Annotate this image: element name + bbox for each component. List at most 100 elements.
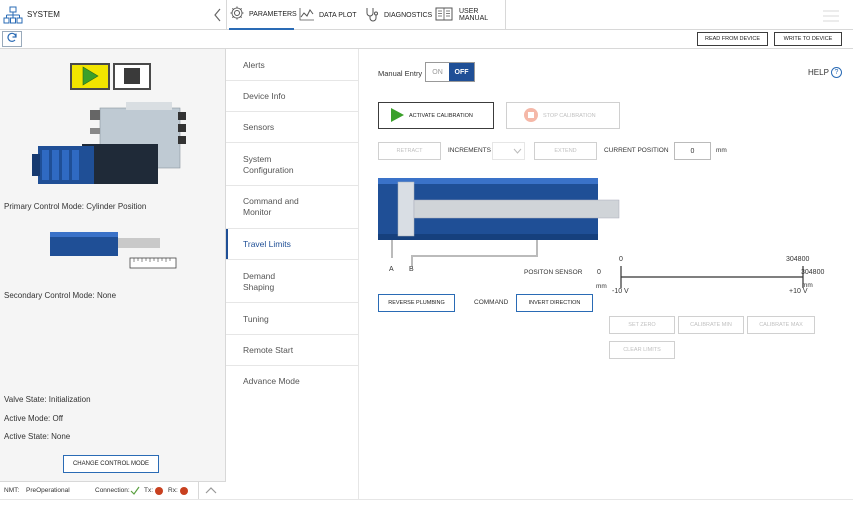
current-position-label: CURRENT POSITION [604,147,669,154]
connection-label: Connection: [95,487,130,494]
primary-control-mode: Primary Control Mode: Cylinder Position [4,202,147,211]
read-from-device-button[interactable]: READ FROM DEVICE [697,32,768,46]
refresh-button[interactable] [2,31,22,47]
activate-calibration-label: ACTIVATE CALIBRATION [409,112,473,119]
port-b-label: B [409,266,414,273]
book-icon [435,7,453,23]
calibrate-min-button[interactable]: CALIBRATE MIN [678,316,744,334]
tab-data-plot[interactable]: DATA PLOT [299,0,359,30]
divider [226,228,359,229]
nav-item-advance-mode[interactable]: Advance Mode [243,376,300,386]
current-position-input[interactable]: 0 [674,142,711,160]
nav-item-alerts[interactable]: Alerts [243,60,265,70]
divider [226,259,359,260]
gear-icon [229,5,245,23]
stethoscope-icon [364,6,380,24]
status-bar [0,481,226,499]
invert-direction-button[interactable]: INVERT DIRECTION [516,294,593,312]
nmt-value: PreOperational [26,487,70,494]
reverse-plumbing-button[interactable]: REVERSE PLUMBING [378,294,455,312]
nav-item-remote-start[interactable]: Remote Start [243,345,294,355]
rx-label: Rx: [168,487,178,494]
position-sensor-label: POSITON SENSOR [524,269,583,276]
tab-parameters[interactable]: PARAMETERS [229,0,297,30]
scale-max-label: 304800 [786,256,810,263]
nmt-label: NMT: [4,487,20,494]
set-zero-button[interactable]: SET ZERO [609,316,675,334]
manual-entry-label: Manual Entry [378,69,423,78]
scale-max-right-label: 304800 [801,269,825,276]
nav-item-sensors[interactable]: Sensors [243,122,275,132]
retract-button[interactable]: RETRACT [378,142,441,160]
stop-button[interactable] [113,63,151,90]
clear-limits-button[interactable]: CLEAR LIMITS [609,341,675,359]
divider [226,0,227,30]
tab-diagnostics[interactable]: DIAGNOSTICS [364,0,433,30]
nav-item-demand-shaping[interactable]: Demand Shaping [243,271,276,292]
scale-max-unit: mm [802,282,813,289]
collapse-chevron-icon[interactable] [213,7,223,23]
stop-icon [123,67,141,87]
write-to-device-button[interactable]: WRITE TO DEVICE [774,32,842,46]
nav-item-device-info[interactable]: Device Info [243,91,286,101]
divider [505,0,506,30]
top-bar [0,0,853,30]
tab-user-manual[interactable]: USER MANUAL [435,0,505,30]
active-mode: Active Mode: Off [4,414,63,423]
calibrate-max-button[interactable]: CALIBRATE MAX [747,316,815,334]
port-a-label: A [389,266,394,273]
scale-min-label: 0 [619,256,623,263]
divider [226,185,359,186]
nav-column [226,49,359,499]
voltage-max-label: +10 V [789,288,808,295]
stop-calibration-label: STOP CALIBRATION [543,112,596,119]
help-link[interactable]: HELP [808,68,829,77]
tx-label: Tx: [144,487,154,494]
valve-state: Valve State: Initialization [4,395,91,404]
network-icon[interactable] [3,6,23,24]
app-title: SYSTEM [27,10,60,19]
chevron-down-icon [513,147,522,157]
toggle-on-option[interactable]: ON [432,68,443,76]
divider [226,80,359,81]
nav-item-system-configuration[interactable]: System Configuration [243,154,294,175]
command-label: COMMAND [474,299,509,306]
rx-led-icon [180,487,188,495]
position-scale [618,264,806,292]
tab-label: DIAGNOSTICS [384,11,433,19]
nav-item-travel-limits[interactable]: Travel Limits [243,239,291,249]
active-state: Active State: None [4,432,71,441]
divider [198,482,199,499]
nav-item-command-and-monitor[interactable]: Command and Monitor [243,196,299,217]
extend-button[interactable]: EXTEND [534,142,597,160]
increments-label: INCREMENTS [448,147,491,154]
check-icon [130,486,140,496]
current-position-unit: mm [716,147,727,154]
divider [226,111,359,112]
activate-calibration-button[interactable]: ACTIVATE CALIBRATION [378,102,494,129]
valve-cylinder-image [30,100,190,192]
play-button[interactable] [70,63,110,90]
increments-select[interactable] [492,142,525,160]
chevron-up-icon[interactable] [204,485,218,495]
play-icon [389,107,405,125]
toggle-off-option[interactable]: OFF [449,63,474,81]
secondary-control-mode: Secondary Control Mode: None [4,291,117,300]
chart-icon [299,7,315,23]
divider [226,142,359,143]
stop-icon [523,107,539,125]
sensor-left-value: 0 [597,269,601,276]
change-control-mode-button[interactable]: CHANGE CONTROL MODE [63,455,159,473]
divider [226,365,359,366]
manual-entry-toggle[interactable]: ON OFF [425,62,475,82]
cylinder-position-image [48,228,180,272]
stop-calibration-button[interactable]: STOP CALIBRATION [506,102,620,129]
divider [226,334,359,335]
nav-item-tuning[interactable]: Tuning [243,314,269,324]
refresh-icon [6,32,18,46]
help-icon[interactable]: ? [831,67,842,78]
nav-active-indicator [226,229,228,259]
sensor-left-unit: mm [596,283,607,290]
tab-label: USER MANUAL [459,8,489,22]
hamburger-menu-icon[interactable] [823,10,839,22]
